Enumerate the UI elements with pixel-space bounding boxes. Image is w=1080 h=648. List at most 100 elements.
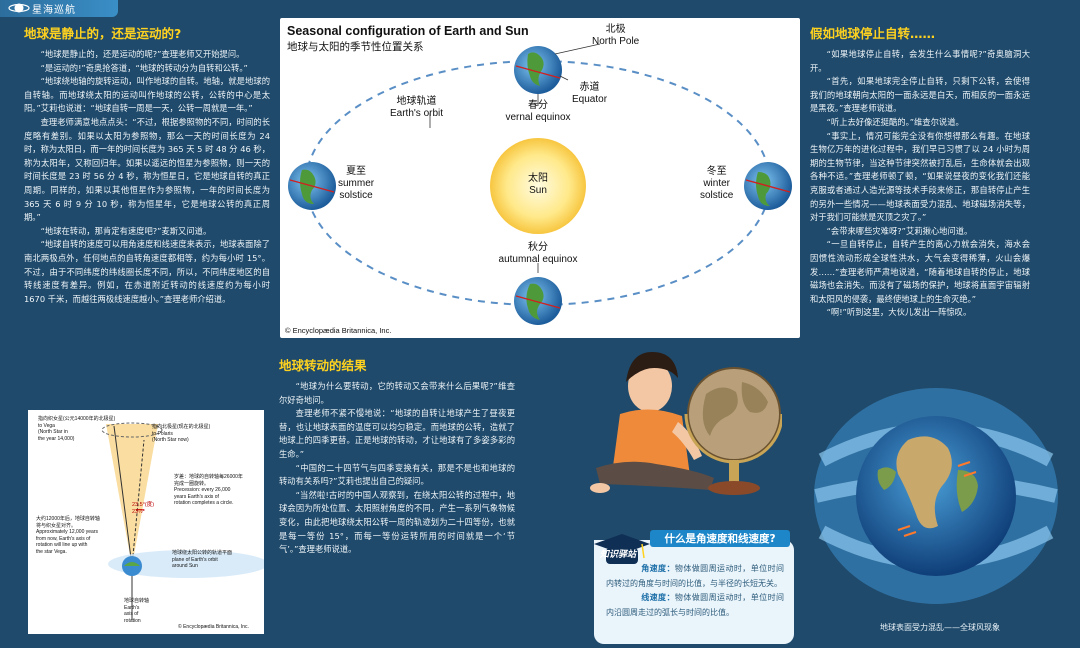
linear-velocity-text: 物体做圆周运动时，单位时间内沿圆周走过的弧长与时间的比值。: [606, 593, 784, 617]
sun-en: Sun: [529, 185, 547, 196]
right-paragraph: “如果地球停止自转，会发生什么事情呢?”奇奥脑洞大开。: [810, 49, 1030, 73]
winter-en-2: solstice: [700, 190, 734, 201]
vega-zh: 指向织女星(公元14000年的北极星): [38, 416, 116, 422]
left-section-title: 地球是静止的，还是运动的?: [24, 26, 182, 41]
earth-orbit-label: 地球轨道 Earth's orbit: [390, 96, 443, 120]
angular-velocity-term: 角速度：: [641, 564, 675, 573]
sun-icon: [490, 138, 586, 234]
future-en-4: the star Vega.: [36, 548, 67, 555]
earth-summer-icon: [288, 162, 336, 210]
globe-caption: 地球表面受力混乱——全球风现象: [880, 623, 1000, 632]
tilt-angle: 23.5°(度): [132, 502, 155, 508]
equator-en: Equator: [572, 94, 608, 105]
left-paragraph: “地球是静止的，还是运动的呢?”查理老师又开始提问。: [40, 49, 245, 59]
future-en-3: rotation will line up with: [36, 542, 88, 548]
orbit-plane-en-1: plane of Earth's orbit: [172, 556, 218, 563]
axis-en-3: rotation: [124, 617, 141, 624]
summer-en-2: solstice: [339, 190, 373, 201]
vega-en-2: (North Star in: [38, 429, 68, 435]
equator-zh: 赤道: [579, 82, 600, 93]
linear-velocity-term: 线速度：: [641, 593, 675, 602]
vega-en-1: to Vega: [38, 422, 55, 429]
right-paragraph: “一旦自转停止，自转产生的离心力就会消失，海水会因惯性流动形成全球性洪水，大气会…: [810, 239, 1030, 304]
left-paragraph: “地球在转动，那肯定有速度吧?”麦斯又问道。: [40, 225, 212, 236]
global-wind-globe-illustration: [814, 388, 1058, 604]
boy-with-globe-illustration: [590, 352, 782, 495]
autumnal-en: autumnal equinox: [498, 254, 578, 265]
polaris-en-1: to Polaris: [152, 430, 173, 437]
precession-en-2: years Earth's axis of: [174, 493, 219, 500]
polaris-label: 指向北极星(现在的北极星) to Polaris (North Star now…: [152, 424, 252, 444]
knowledge-title: 什么是角速度和线速度?: [650, 530, 790, 547]
winter-en-1: winter: [703, 178, 731, 189]
future-en-2: from now, Earth's axis of: [36, 535, 91, 542]
section-label: 星海巡航: [32, 5, 76, 16]
right-column: 假如地球停止自转…… “如果地球停止自转，会发生什么事情呢?”奇奥脑洞大开。 “…: [810, 26, 1030, 356]
right-paragraph: “事实上，情况可能完全没有你想得那么有趣。在地球生物亿万年的进化过程中，我们早已…: [810, 130, 1030, 223]
future-zh-1: 大约12000年后，地球自转轴: [36, 516, 100, 522]
seasons-credit: © Encyclopædia Britannica, Inc.: [285, 326, 392, 335]
section-header-tab: 星海巡航: [0, 0, 118, 17]
middle-section-title: 地球转动的结果: [279, 358, 367, 373]
tilt-angle-label: 23.5°(度) 23½°: [132, 502, 154, 516]
polaris-en-2: (North Star now): [152, 437, 189, 443]
winter-solstice-label: 冬至 winter solstice: [700, 166, 733, 202]
rotation-axis-label: 地球自转轴 Earth's axis of rotation: [124, 598, 184, 624]
vernal-equinox-label: 春分 vernal equinox: [502, 100, 574, 124]
left-paragraph: “是运动的!”奇奥抢答道，“地球的转动分为自转和公转。”: [40, 62, 248, 73]
sun-zh: 太阳: [528, 173, 548, 184]
middle-paragraph: “当然啦!古时的中国人观察到，在绕太阳公转的过程中，地球会因为所处位置、太阳照射…: [279, 489, 515, 555]
right-paragraph: “首先，如果地球完全停止自转，只剩下公转，会使得我们的地球朝向太阳的一面永远是白…: [810, 76, 1030, 114]
summer-en-1: summer: [338, 178, 375, 189]
summer-zh: 夏至: [346, 166, 367, 177]
sun-label: 太阳 Sun: [520, 173, 556, 197]
middle-paragraph: 查理老师不紧不慢地说：“地球的自转让地球产生了昼夜更替，也让地球表面的温度可以均…: [279, 408, 515, 459]
middle-paragraph: “地球为什么要转动，它的转动又会带来什么后果呢?”维查尔好奇地问。: [279, 381, 515, 405]
left-column: 地球是静止的，还是运动的? “地球是静止的，还是运动的呢?”查理老师又开始提问。…: [24, 26, 270, 386]
seasons-title-en: Seasonal configuration of Earth and Sun: [287, 24, 529, 38]
precession-zh-1: 岁差：地球的自转轴每26000年: [174, 474, 243, 480]
right-paragraph: “啊!”听到这里，大伙儿发出一阵惊叹。: [826, 307, 972, 318]
earth-vernal-icon: [514, 46, 562, 94]
north-pole-en: North Pole: [592, 36, 640, 47]
axis-zh: 地球自转轴: [124, 598, 150, 604]
precession-zh-2: 完成一圈旋转。: [174, 480, 210, 487]
seasons-diagram: [288, 43, 792, 325]
angular-velocity-text: 物体做圆周运动时，单位时间内转过的角度与时间的比值，与半径的长短无关。: [606, 564, 784, 588]
planet-icon: [8, 3, 30, 13]
orbit-en: Earth's orbit: [390, 108, 444, 119]
seasons-title-zh: 地球与太阳的季节性位置关系: [287, 41, 424, 53]
middle-paragraph: “中国的二十四节气与四季变换有关，那是不是也和地球的转动有关系吗?”艾莉也提出自…: [279, 462, 515, 487]
left-paragraph: 查理老师满意地点点头：“不过，根据参照物的不同，时间的长度略有差别。如果以太阳为…: [24, 116, 270, 223]
north-pole-zh: 北极: [605, 24, 626, 35]
angular-velocity-definition: 角速度：物体做圆周运动时，单位时间内转过的角度与时间的比值，与半径的长短无关。: [606, 562, 784, 591]
north-pole-label: 北极 North Pole: [592, 24, 639, 48]
orbit-zh: 地球轨道: [396, 96, 437, 107]
right-paragraph: “听上去好像还挺酷的。”维查尔说道。: [826, 116, 964, 127]
vega-label: 指向织女星(公元14000年的北极星) to Vega (North Star …: [38, 416, 138, 442]
precession-diagram: [101, 422, 264, 620]
vernal-en: vernal equinox: [505, 112, 571, 123]
orbit-plane-en-2: around Sun: [172, 563, 198, 569]
knowledge-station-badge-icon: [594, 534, 650, 564]
summer-solstice-label: 夏至 summer solstice: [338, 166, 374, 202]
knowledge-badge-label: 知识驿站: [600, 550, 637, 560]
future-en-1: Approximately 12,000 years: [36, 529, 98, 535]
vernal-zh: 春分: [528, 100, 548, 111]
precession-en-1: Precession: every 26,000: [174, 487, 231, 493]
right-paragraph: “会带来哪些灾难呀?”艾莉揪心地问道。: [826, 225, 973, 236]
earth-autumnal-icon: [514, 277, 562, 325]
autumnal-equinox-label: 秋分 autumnal equinox: [492, 242, 584, 266]
polaris-zh: 指向北极星(现在的北极星): [152, 424, 211, 430]
autumnal-zh: 秋分: [528, 242, 548, 253]
vega-en-3: the year 14,000): [38, 435, 75, 442]
right-section-title: 假如地球停止自转……: [810, 26, 936, 41]
axis-en-1: Earth's: [124, 604, 140, 611]
precession-credit: © Encyclopædia Britannica, Inc.: [178, 624, 249, 630]
future-zh-2: 将与织女星对齐。: [36, 522, 77, 529]
middle-column: 地球转动的结果 “地球为什么要转动，它的转动又会带来什么后果呢?”维查尔好奇地问…: [279, 358, 515, 590]
equator-label: 赤道 Equator: [572, 82, 607, 106]
orbit-plane-label: 地球绕太阳公转的轨道平面 plane of Earth's orbit arou…: [172, 550, 262, 570]
winter-zh: 冬至: [706, 166, 727, 177]
seasons-figure: Seasonal configuration of Earth and Sun …: [280, 18, 800, 338]
